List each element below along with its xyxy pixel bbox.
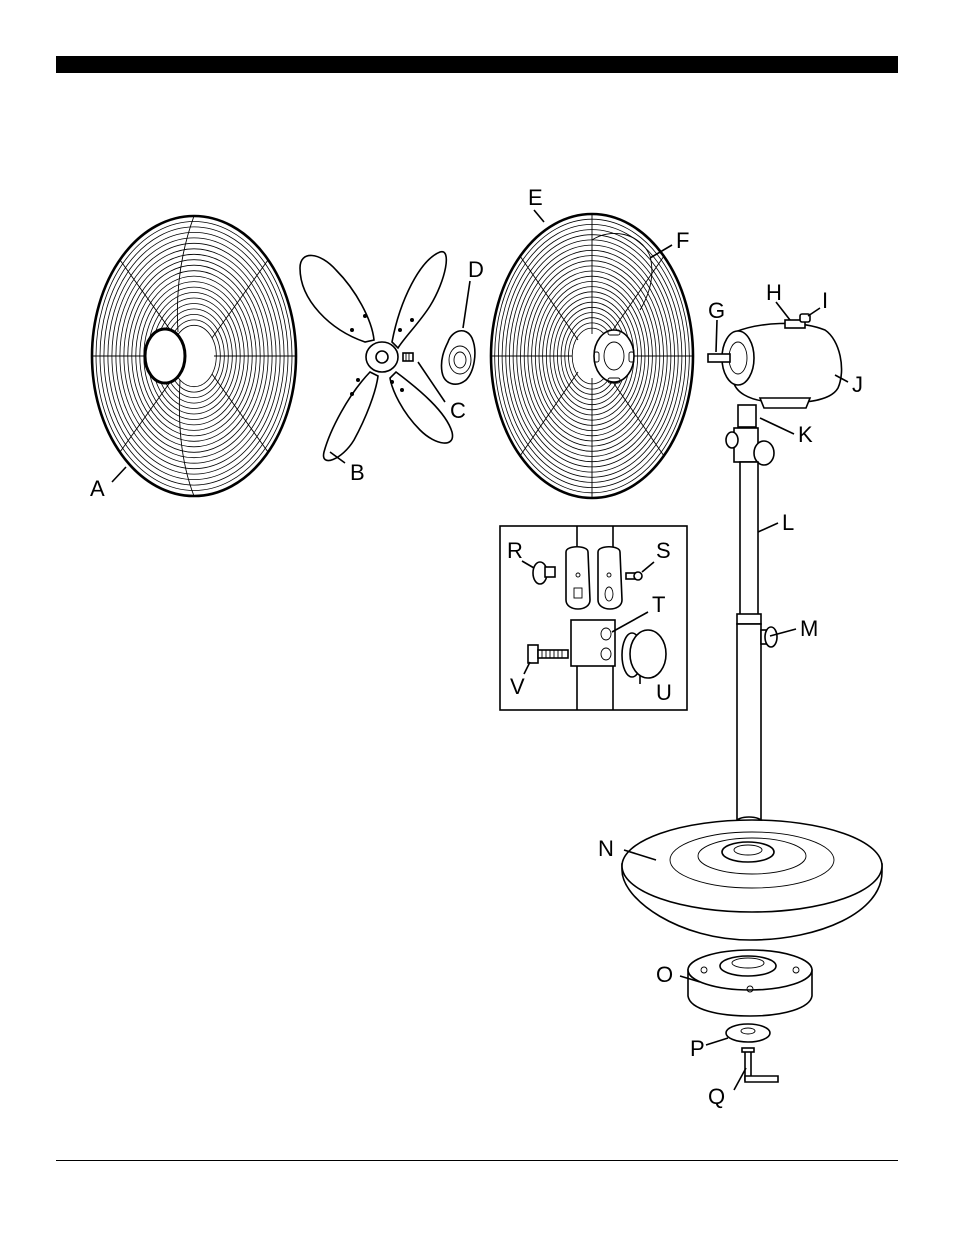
- label-c: C: [450, 398, 466, 423]
- label-v: V: [510, 674, 525, 699]
- label-q: Q: [708, 1084, 725, 1109]
- screw-s: [626, 572, 642, 580]
- front-grille: [491, 214, 693, 498]
- label-u: U: [656, 680, 672, 705]
- label-t: T: [652, 592, 665, 617]
- spinner-cap: [441, 331, 474, 384]
- label-m: M: [800, 616, 818, 641]
- lower-pole: [736, 614, 762, 827]
- label-a: A: [90, 476, 105, 501]
- base-hub: [688, 950, 812, 1016]
- base-plate: [622, 820, 882, 940]
- label-k: K: [798, 422, 813, 447]
- label-d: D: [468, 257, 484, 282]
- label-b: B: [350, 460, 365, 485]
- motor-housing: [708, 314, 842, 408]
- label-h: H: [766, 280, 782, 305]
- label-s: S: [656, 538, 671, 563]
- label-j: J: [852, 372, 863, 397]
- blade-screw: [403, 353, 413, 361]
- tilt-bracket: [726, 405, 774, 465]
- height-adjust-knob: [761, 627, 777, 647]
- fan-blade-assembly: [300, 252, 453, 461]
- rear-grille: [92, 216, 296, 496]
- label-o: O: [656, 962, 673, 987]
- label-i: I: [822, 288, 828, 313]
- label-f: F: [676, 228, 689, 253]
- label-l: L: [782, 510, 794, 535]
- knob-u: [622, 630, 666, 678]
- label-r: R: [507, 538, 523, 563]
- label-g: G: [708, 298, 725, 323]
- upper-pole: [740, 462, 758, 618]
- label-n: N: [598, 836, 614, 861]
- label-p: P: [690, 1036, 705, 1061]
- washer: [726, 1024, 770, 1042]
- base-bolt: [742, 1048, 778, 1082]
- label-e: E: [528, 185, 543, 210]
